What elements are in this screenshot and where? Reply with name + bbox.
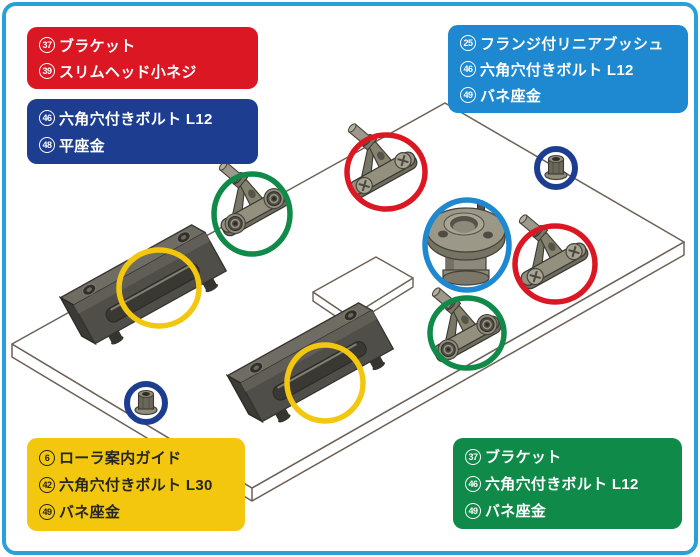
callout-ring-green-bottom bbox=[427, 295, 507, 371]
callout-ring-red-top bbox=[344, 132, 428, 212]
part-row: 39 スリムヘッド小ネジ bbox=[39, 58, 246, 84]
part-label: 六角穴付きボルト L12 bbox=[480, 61, 634, 79]
part-row: 37 ブラケット bbox=[465, 443, 670, 470]
part-row: 49 バネ座金 bbox=[460, 82, 676, 108]
part-row: 46 六角穴付きボルト L12 bbox=[465, 470, 670, 497]
part-row: 49 バネ座金 bbox=[39, 498, 233, 525]
callout-ring-blue-bush bbox=[422, 197, 512, 293]
circled-number: 46 bbox=[460, 61, 476, 77]
circled-number: 39 bbox=[39, 63, 55, 79]
callout-ring-navy-top-right bbox=[534, 146, 578, 190]
part-label: フランジ付リニアブッシュ bbox=[480, 35, 664, 53]
part-label: バネ座金 bbox=[480, 87, 542, 105]
part-row: 46 六角穴付きボルト L12 bbox=[460, 56, 676, 82]
label-box-bracket-bolt: 37 ブラケット 46 六角穴付きボルト L12 49 バネ座金 bbox=[453, 438, 682, 529]
part-label: ブラケット bbox=[485, 449, 562, 466]
part-label: 六角穴付きボルト L12 bbox=[485, 476, 639, 493]
label-box-bracket-screws: 37 ブラケット 39 スリムヘッド小ネジ bbox=[27, 27, 258, 89]
label-box-linear-bush: 25 フランジ付リニアブッシュ 46 六角穴付きボルト L12 49 バネ座金 bbox=[448, 25, 688, 113]
callout-ring-navy-bottom-left bbox=[124, 381, 168, 425]
part-label: バネ座金 bbox=[485, 503, 547, 520]
label-box-bolt-flat-washer: 46 六角穴付きボルト L12 48 平座金 bbox=[27, 99, 258, 164]
part-row: 25 フランジ付リニアブッシュ bbox=[460, 30, 676, 56]
circled-number: 46 bbox=[465, 475, 481, 492]
circled-number: 46 bbox=[39, 110, 55, 126]
part-row: 49 バネ座金 bbox=[465, 497, 670, 524]
part-row: 6 ローラ案内ガイド bbox=[39, 444, 233, 471]
part-label: スリムヘッド小ネジ bbox=[59, 63, 197, 81]
circled-number: 49 bbox=[465, 502, 481, 519]
part-label: ローラ案内ガイド bbox=[59, 450, 182, 467]
callout-ring-yellow-left bbox=[116, 247, 202, 329]
part-row: 48 平座金 bbox=[39, 132, 246, 159]
circled-number: 6 bbox=[39, 449, 55, 466]
part-label: バネ座金 bbox=[59, 504, 121, 521]
circled-number: 49 bbox=[39, 503, 55, 520]
part-label: 六角穴付きボルト L12 bbox=[59, 110, 213, 128]
circled-number: 37 bbox=[39, 37, 55, 53]
circled-number: 48 bbox=[39, 137, 55, 153]
part-label: ブラケット bbox=[59, 37, 136, 55]
socket-bolt-top-right bbox=[544, 154, 568, 181]
part-row: 46 六角穴付きボルト L12 bbox=[39, 105, 246, 132]
part-label: 六角穴付きボルト L30 bbox=[59, 477, 213, 494]
label-box-roller-guide: 6 ローラ案内ガイド 42 六角穴付きボルト L30 49 バネ座金 bbox=[27, 438, 245, 531]
callout-ring-red-right bbox=[512, 223, 598, 305]
circled-number: 37 bbox=[465, 448, 481, 465]
circled-number: 49 bbox=[460, 87, 476, 103]
part-row: 37 ブラケット bbox=[39, 32, 246, 58]
circled-number: 42 bbox=[39, 476, 55, 493]
part-label: 平座金 bbox=[59, 137, 105, 155]
callout-ring-green-left bbox=[211, 171, 293, 257]
socket-bolt-bottom-left bbox=[134, 389, 158, 416]
callout-ring-yellow-bottom bbox=[284, 342, 366, 424]
circled-number: 25 bbox=[460, 35, 476, 51]
part-row: 42 六角穴付きボルト L30 bbox=[39, 471, 233, 498]
